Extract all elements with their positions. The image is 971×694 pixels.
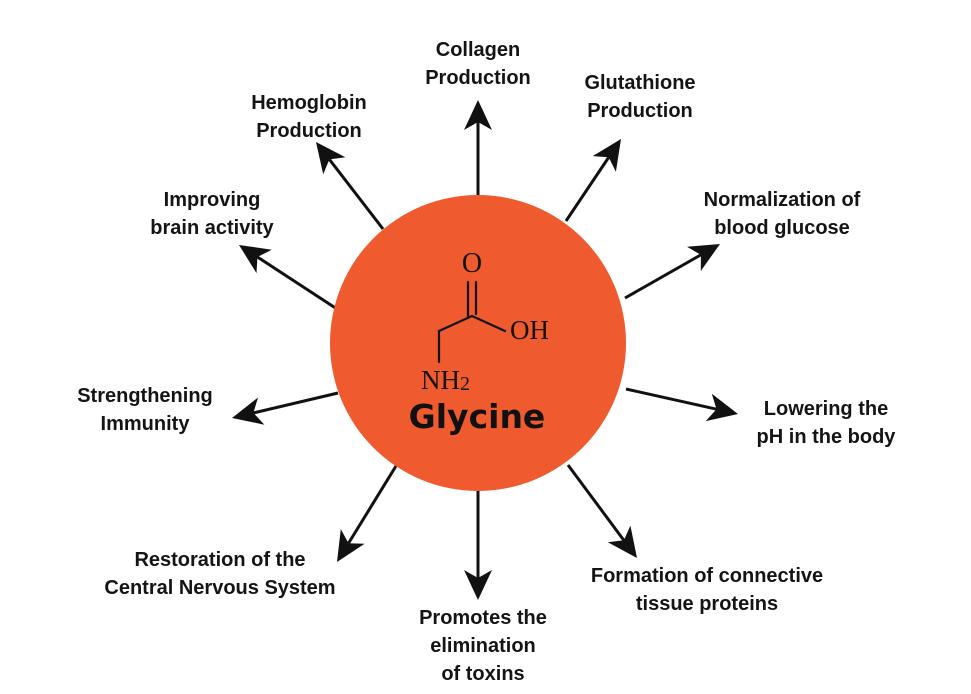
hydroxyl-label: OH <box>510 315 549 345</box>
label-line: pH in the body <box>756 426 896 448</box>
arrow-head <box>337 529 365 562</box>
arrow-head <box>232 397 265 425</box>
label-line: brain activity <box>150 217 274 239</box>
label-connective: Formation of connective tissue proteins <box>557 562 857 618</box>
label-line: Immunity <box>100 413 190 435</box>
label-brain: Improving brain activity <box>122 186 302 242</box>
label-line: Lowering the <box>763 398 889 420</box>
label-line: Production <box>425 67 531 89</box>
label-glutathione: Glutathione Production <box>560 69 720 125</box>
arrow-shaft <box>624 253 702 300</box>
arrow-head <box>687 244 720 271</box>
arrow-connective <box>566 464 637 558</box>
carbonyl-oxygen-label: O <box>462 248 482 279</box>
label-line: tissue proteins <box>635 593 779 615</box>
amine-subscript: 2 <box>460 373 470 395</box>
arrow-glucose <box>624 244 720 300</box>
label-line: of toxins <box>441 663 525 685</box>
label-hemoglobin: Hemoglobin Production <box>224 89 394 145</box>
center-circle <box>330 195 626 491</box>
arrow-collagen <box>464 100 492 195</box>
arrow-shaft <box>347 465 398 545</box>
label-ph: Lowering the pH in the body <box>731 395 921 451</box>
glycine-structure <box>437 280 507 364</box>
arrow-brain <box>239 245 338 311</box>
label-line: blood glucose <box>714 217 850 239</box>
arrow-toxins <box>464 491 492 600</box>
label-immunity: Strengthening Immunity <box>50 382 240 438</box>
arrow-head <box>464 570 492 600</box>
arrow-head <box>607 525 637 558</box>
amine-label: NH2 <box>421 365 470 395</box>
carbon-carbon-bond <box>437 314 474 333</box>
label-line: Normalization of <box>703 189 861 211</box>
arrow-shaft <box>564 156 610 222</box>
label-line: Strengthening <box>77 385 213 407</box>
arrow-hemoglobin <box>316 142 385 230</box>
arrow-shaft <box>256 255 338 311</box>
arrow-shaft <box>566 464 626 542</box>
label-line: Hemoglobin <box>251 92 367 114</box>
arrow-glutathione <box>564 139 621 222</box>
label-line: Promotes the <box>419 607 547 629</box>
label-line: Production <box>587 100 693 122</box>
arrow-head <box>316 142 346 175</box>
arrow-immunity <box>232 391 339 425</box>
arrow-head <box>464 100 492 130</box>
label-toxins: Promotes the elimination of toxins <box>393 604 573 688</box>
label-line: Collagen <box>435 39 521 61</box>
label-cns: Restoration of the Central Nervous Syste… <box>70 546 370 602</box>
arrow-shaft <box>328 158 385 230</box>
label-line: elimination <box>430 635 536 657</box>
arrow-shaft <box>253 391 339 415</box>
label-collagen: Collagen Production <box>408 36 548 92</box>
carbon-hydroxyl-bond <box>470 314 507 333</box>
arrow-head <box>705 393 738 422</box>
arrow-head <box>239 245 272 274</box>
label-line: Restoration of the <box>134 549 306 571</box>
arrows-group <box>232 100 738 600</box>
arrow-shaft <box>625 387 717 411</box>
arrow-cns <box>337 465 398 562</box>
label-line: Improving <box>163 189 261 211</box>
center-title: Glycine <box>409 397 546 436</box>
label-line: Glutathione <box>584 72 696 94</box>
amine-text: NH <box>421 365 460 395</box>
label-glucose: Normalization of blood glucose <box>677 186 887 242</box>
arrow-head <box>592 139 621 172</box>
label-line: Production <box>256 120 362 142</box>
label-line: Central Nervous System <box>104 577 336 599</box>
arrow-ph <box>625 387 738 422</box>
label-line: Formation of connective <box>590 565 824 587</box>
